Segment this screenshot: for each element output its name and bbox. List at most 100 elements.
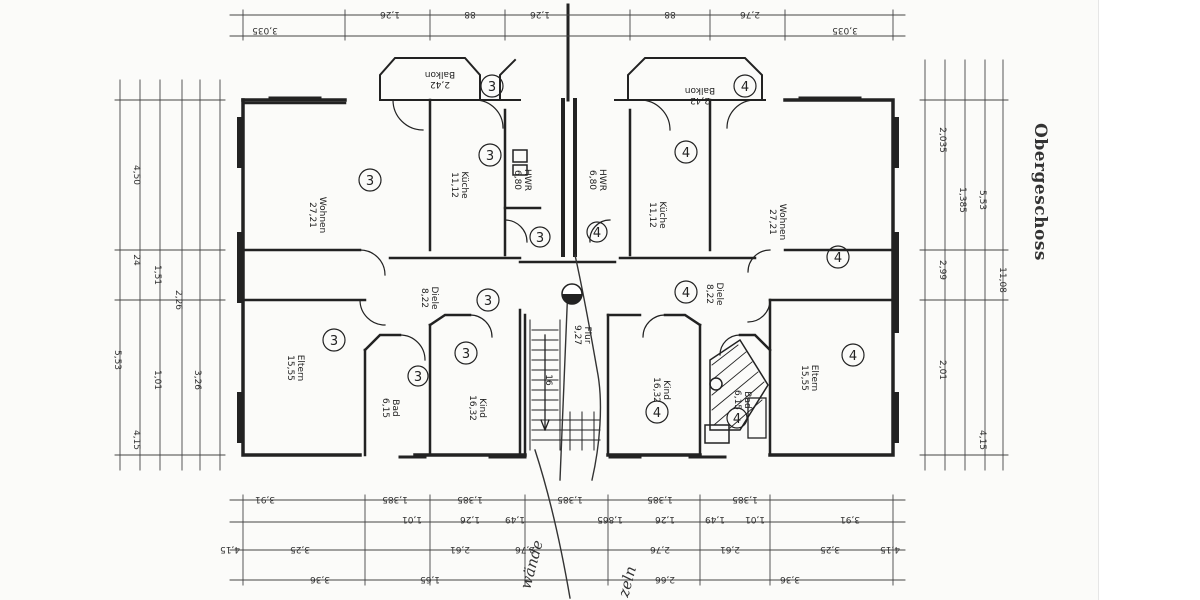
room-area: 27,21 bbox=[307, 202, 317, 228]
svg-text:88: 88 bbox=[464, 9, 476, 19]
svg-text:4: 4 bbox=[653, 406, 661, 421]
room-name: Eltern bbox=[809, 365, 819, 392]
dimension-ticks bbox=[114, 9, 1009, 586]
room-area: 8,22 bbox=[419, 288, 429, 308]
svg-text:1,385: 1,385 bbox=[557, 494, 583, 504]
drawing-title-text: Obergeschoss bbox=[1030, 123, 1050, 261]
room-area: 16,32 bbox=[651, 377, 661, 403]
svg-text:3,035: 3,035 bbox=[832, 25, 858, 35]
svg-text:2,66: 2,66 bbox=[655, 574, 675, 584]
staircase bbox=[529, 319, 601, 451]
svg-text:1,65: 1,65 bbox=[420, 574, 440, 584]
stair-core-marker bbox=[561, 283, 583, 305]
balcony-area: 2,42 bbox=[430, 79, 450, 89]
svg-text:4,50: 4,50 bbox=[131, 165, 141, 185]
floor-plan-svg: 3 3 3 3 3 3 3 3 4 4 4 4 4 4 4 4 Wohnen27… bbox=[112, 3, 1009, 600]
interior-walls-right bbox=[606, 98, 895, 457]
unit-marker-4-balkon: 4 bbox=[733, 74, 757, 98]
room-name: Eltern bbox=[295, 355, 305, 382]
svg-text:4,15: 4,15 bbox=[880, 544, 900, 554]
svg-text:1,26: 1,26 bbox=[530, 9, 550, 19]
unit-marker-4-bad: 4 bbox=[726, 407, 748, 429]
balcony-label: Balkon bbox=[685, 85, 715, 95]
svg-text:1,49: 1,49 bbox=[505, 514, 525, 524]
svg-text:1,385: 1,385 bbox=[457, 494, 483, 504]
svg-text:1,26: 1,26 bbox=[460, 514, 480, 524]
svg-text:3,91: 3,91 bbox=[840, 514, 860, 524]
svg-text:1,51: 1,51 bbox=[152, 265, 162, 285]
svg-text:4,15: 4,15 bbox=[220, 544, 240, 554]
unit-marker-3-balkon: 3 bbox=[480, 74, 504, 98]
svg-text:1,385: 1,385 bbox=[647, 494, 673, 504]
svg-text:3: 3 bbox=[414, 370, 422, 385]
room-name: Küche bbox=[459, 171, 469, 199]
svg-text:3: 3 bbox=[488, 80, 496, 95]
svg-text:3,26: 3,26 bbox=[192, 370, 202, 390]
room-name: Kind bbox=[477, 398, 487, 418]
room-area: 15,55 bbox=[799, 365, 809, 391]
unit-marker-3-bad: 3 bbox=[407, 365, 429, 387]
unit-markers: 3 3 3 3 3 3 3 3 4 4 4 4 4 4 4 4 bbox=[322, 74, 865, 429]
door-swings bbox=[359, 99, 771, 361]
svg-text:2,76: 2,76 bbox=[650, 544, 670, 554]
central-core bbox=[512, 3, 617, 457]
svg-text:24: 24 bbox=[131, 254, 141, 266]
svg-text:2,035: 2,035 bbox=[937, 127, 947, 153]
svg-text:3,91: 3,91 bbox=[255, 494, 275, 504]
svg-text:4,15: 4,15 bbox=[977, 430, 987, 450]
room-name: Diele bbox=[429, 286, 439, 309]
svg-text:1,49: 1,49 bbox=[705, 514, 725, 524]
svg-text:3: 3 bbox=[536, 231, 544, 246]
stair-steps: 16 bbox=[543, 374, 553, 386]
svg-text:5,53: 5,53 bbox=[977, 190, 987, 210]
outer-walls bbox=[237, 98, 899, 457]
svg-text:zeln: zeln bbox=[614, 564, 640, 600]
svg-text:88: 88 bbox=[664, 9, 676, 19]
svg-text:4: 4 bbox=[682, 286, 690, 301]
svg-text:3,25: 3,25 bbox=[290, 544, 310, 554]
svg-text:4,15: 4,15 bbox=[131, 430, 141, 450]
room-area: 16,32 bbox=[467, 395, 477, 421]
svg-text:4: 4 bbox=[741, 80, 749, 95]
room-area: 11,12 bbox=[449, 172, 459, 198]
room-area: 9,27 bbox=[572, 325, 582, 345]
room-name: Bad bbox=[742, 391, 752, 408]
svg-text:5,53: 5,53 bbox=[112, 350, 122, 370]
unit-marker-4-eltern: 4 bbox=[841, 343, 865, 367]
room-name: Diele bbox=[714, 282, 724, 305]
svg-text:3,25: 3,25 bbox=[820, 544, 840, 554]
svg-text:1,26: 1,26 bbox=[655, 514, 675, 524]
svg-text:2,26: 2,26 bbox=[173, 290, 183, 310]
room-area: 6,80 bbox=[587, 170, 597, 190]
svg-text:3: 3 bbox=[462, 347, 470, 362]
unit-marker-3-kueche: 3 bbox=[478, 143, 502, 167]
room-area: 6,15 bbox=[732, 390, 742, 410]
room-area: 6,80 bbox=[512, 170, 522, 190]
svg-text:2,61: 2,61 bbox=[720, 544, 740, 554]
svg-text:4: 4 bbox=[593, 226, 601, 241]
dimension-lines bbox=[119, 14, 1004, 581]
svg-text:1,01: 1,01 bbox=[745, 514, 765, 524]
svg-text:1,01: 1,01 bbox=[402, 514, 422, 524]
svg-text:3: 3 bbox=[484, 294, 492, 309]
svg-text:4: 4 bbox=[733, 412, 741, 427]
svg-text:1,385: 1,385 bbox=[382, 494, 408, 504]
interior-walls-left bbox=[241, 98, 542, 457]
unit-marker-4-hwr: 4 bbox=[586, 221, 608, 243]
svg-text:3,36: 3,36 bbox=[780, 574, 800, 584]
svg-text:2,76: 2,76 bbox=[515, 544, 535, 554]
unit-marker-4-diele: 4 bbox=[674, 280, 698, 304]
room-name: HWR bbox=[522, 169, 532, 191]
svg-text:4: 4 bbox=[834, 251, 842, 266]
room-name: Wohnen bbox=[777, 204, 787, 241]
room-area: 6,15 bbox=[380, 398, 390, 418]
svg-text:3,36: 3,36 bbox=[310, 574, 330, 584]
room-name: Wohnen bbox=[317, 197, 327, 234]
svg-text:11,08: 11,08 bbox=[997, 267, 1007, 293]
unit-marker-4-wohnen: 4 bbox=[826, 245, 850, 269]
annotation-line bbox=[534, 254, 602, 599]
room-name: HWR bbox=[597, 169, 607, 191]
room-name: Bad bbox=[390, 399, 400, 416]
svg-text:2,76: 2,76 bbox=[740, 9, 760, 19]
